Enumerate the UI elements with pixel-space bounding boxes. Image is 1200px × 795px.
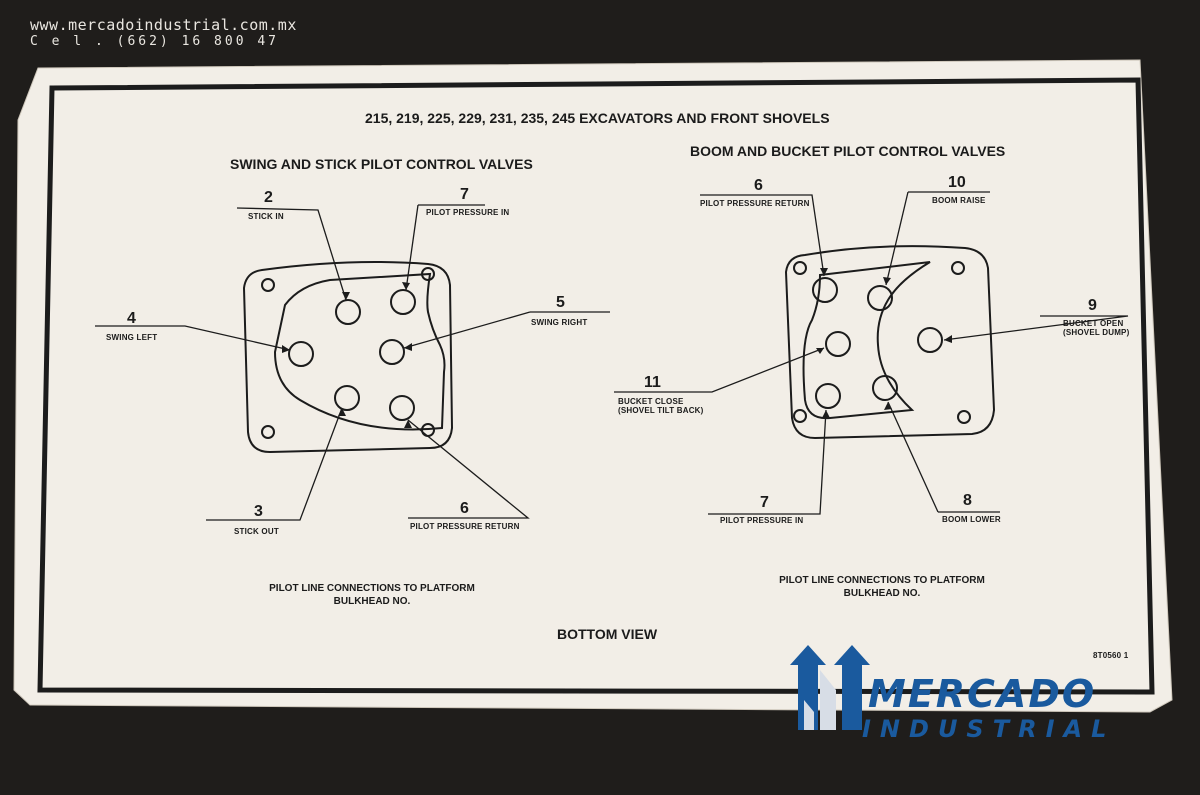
paper [14, 60, 1172, 712]
left-port-num-3: 3 [254, 503, 263, 520]
left-port-label-stick-in: STICK IN [248, 212, 284, 221]
left-port-num-2: 2 [264, 189, 273, 206]
right-port-num-6: 6 [754, 177, 763, 194]
left-note-line1: PILOT LINE CONNECTIONS TO PLATFORM [269, 583, 475, 594]
brand-logo-mark [790, 645, 870, 730]
right-port-label-pilot-pressure-return: PILOT PRESSURE RETURN [700, 199, 810, 208]
left-port-num-6: 6 [460, 500, 469, 517]
left-port-label-swing-right: SWING RIGHT [531, 318, 588, 327]
right-port-num-9: 9 [1088, 297, 1097, 314]
left-port-num-7: 7 [460, 186, 469, 203]
left-port-label-swing-left: SWING LEFT [106, 333, 158, 342]
left-valve-body [242, 261, 454, 454]
right-port-num-8: 8 [963, 492, 972, 509]
right-port-label-bucket-open: BUCKET OPEN [1063, 319, 1124, 328]
right-port-num-10: 10 [948, 174, 966, 191]
sheet-border [37, 77, 1155, 695]
brand-name-mercado: MERCADO [868, 672, 1097, 716]
right-arrow-heads [816, 268, 952, 418]
right-valve-body [784, 245, 996, 440]
left-port-num-5: 5 [556, 294, 565, 311]
sheet-title: 215, 219, 225, 229, 231, 235, 245 EXCAVA… [365, 110, 830, 126]
right-port-label-shovel-tilt-back: (SHOVEL TILT BACK) [618, 406, 704, 415]
left-arrow-heads [282, 282, 412, 428]
right-note-line2: BULKHEAD NO. [843, 588, 921, 599]
right-note-line1: PILOT LINE CONNECTIONS TO PLATFORM [779, 575, 985, 586]
left-port-label-stick-out: STICK OUT [234, 527, 279, 536]
left-heading: SWING AND STICK PILOT CONTROL VALVES [230, 156, 533, 172]
left-port-label-pilot-pressure-return: PILOT PRESSURE RETURN [410, 522, 520, 531]
left-port-label-pilot-pressure-in: PILOT PRESSURE IN [426, 208, 510, 217]
left-leader-lines [95, 204, 610, 521]
right-note: PILOT LINE CONNECTIONS TO PLATFORM BULKH… [772, 574, 992, 600]
left-note-line2: BULKHEAD NO. [333, 596, 411, 607]
bottom-view-label: BOTTOM VIEW [557, 626, 658, 642]
watermark-url: www.mercadoindustrial.com.mx [30, 16, 297, 34]
right-port-label-boom-lower: BOOM LOWER [942, 515, 1001, 524]
right-port-label-pilot-pressure-in: PILOT PRESSURE IN [720, 516, 804, 525]
left-note: PILOT LINE CONNECTIONS TO PLATFORM BULKH… [262, 582, 482, 608]
part-number: 8T0560 1 [1093, 651, 1129, 660]
right-port-num-7: 7 [760, 494, 769, 511]
left-port-num-4: 4 [127, 310, 136, 327]
right-port-label-bucket-close: BUCKET CLOSE [618, 397, 684, 406]
right-port-num-11: 11 [644, 374, 661, 391]
right-heading: BOOM AND BUCKET PILOT CONTROL VALVES [690, 143, 1006, 159]
brand-name-industrial: INDUSTRIAL [862, 715, 1116, 743]
right-port-label-boom-raise: BOOM RAISE [932, 196, 986, 205]
right-port-label-shovel-dump: (SHOVEL DUMP) [1063, 328, 1130, 337]
watermark-phone: C e l . (662) 16 800 47 [30, 34, 280, 49]
right-leader-lines [614, 191, 1129, 515]
